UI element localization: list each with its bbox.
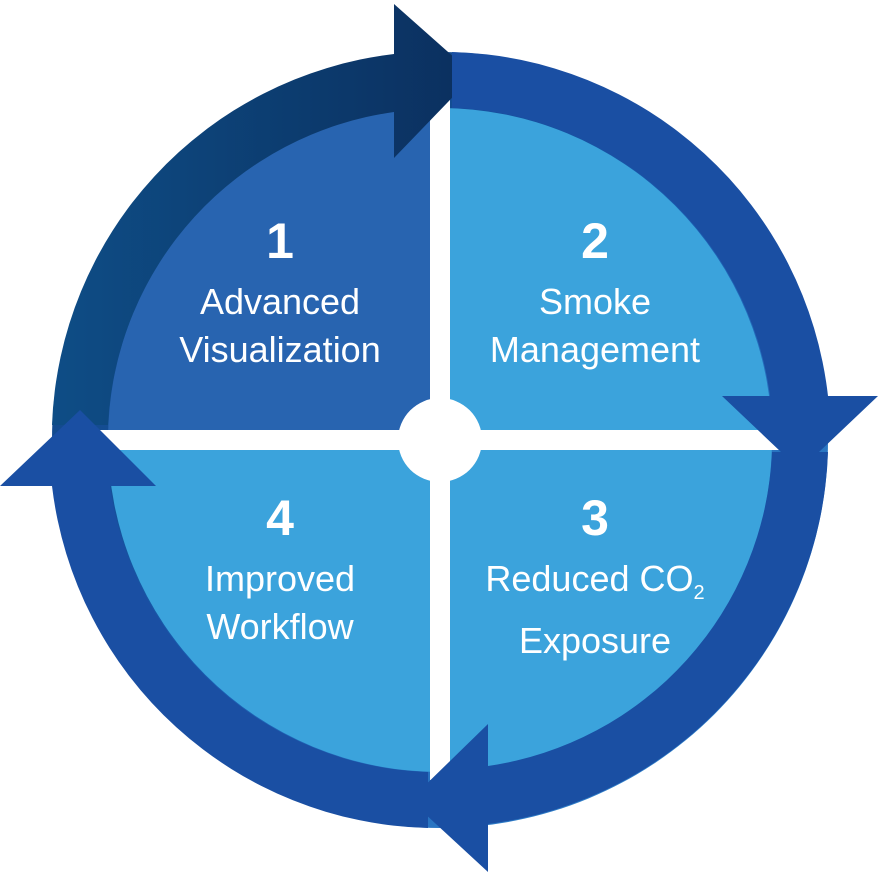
step-2-line1: Smoke [538,281,652,322]
step-3-subscript: 2 [693,582,705,604]
step-1-number: 1 [266,213,294,269]
step-3: 3 Reduced CO2 Exposure [445,493,745,665]
step-2-line2: Management [489,329,701,370]
arrow-left-icon [0,410,428,828]
center-circle [398,398,482,482]
step-4: 4 Improved Workflow [130,493,430,651]
step-1-line1: Advanced [199,281,361,322]
step-2-number: 2 [581,213,609,269]
step-3-number: 3 [581,490,609,546]
quadrant-2 [440,108,772,440]
step-2: 2 Smoke Management [445,216,745,374]
arrow-right-icon [452,52,878,470]
step-3-line2: Exposure [518,620,672,661]
step-1: 1 Advanced Visualization [130,216,430,374]
arrow-top-icon [52,4,474,425]
step-4-line2: Workflow [206,606,354,647]
step-4-number: 4 [266,490,294,546]
quadrant-4 [108,440,440,772]
step-1-line2: Visualization [179,329,381,370]
step-4-line1: Improved [204,558,356,599]
quadrant-3 [440,440,772,772]
arrow-bottom-icon [410,452,828,872]
step-3-line1-text: Reduced CO [485,558,694,599]
step-3-line1: Reduced CO2 [445,555,745,617]
quadrant-1 [108,108,440,440]
